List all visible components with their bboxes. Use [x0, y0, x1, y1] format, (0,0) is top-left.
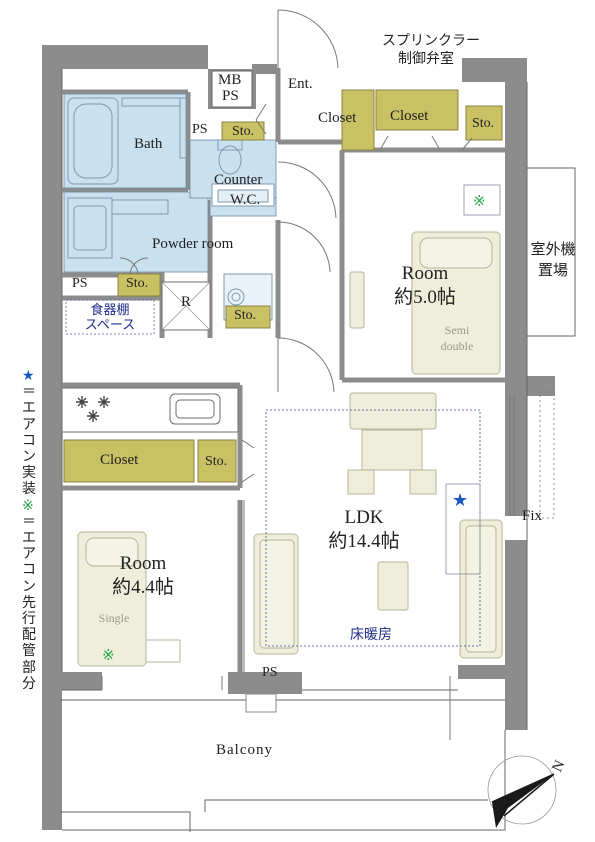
fix-label: Fix: [522, 508, 543, 524]
stove-burners: [76, 396, 110, 422]
sto-bath-label: Sto.: [232, 124, 255, 139]
ps-bottom-label: PS: [262, 665, 278, 680]
washbasin: [67, 197, 169, 259]
room1-size: 約5.0帖: [394, 287, 456, 308]
ldk-label: LDK 約14.4帖: [312, 506, 416, 554]
legend-star-icon: ★: [22, 368, 35, 384]
toilet: [211, 139, 275, 207]
room2-bed-label: Single: [98, 611, 130, 625]
bedside-table-room2: [145, 639, 181, 663]
aircon-pipe-room2: ※: [102, 646, 115, 664]
dish-shelf-line2: スペース: [84, 317, 136, 332]
kitchen-counter: [61, 281, 239, 433]
wc-label: W.C.: [230, 192, 261, 208]
room1-label: Room 約5.0帖: [380, 262, 470, 310]
room2-label: Room 約4.4帖: [98, 552, 188, 600]
mb-label: MB: [218, 72, 242, 88]
dish-shelf-area: [65, 299, 155, 335]
ps-mb-label: PS: [222, 88, 239, 104]
outdoor-unit-line1: 室外機: [530, 242, 576, 258]
furniture: [77, 231, 503, 667]
aircon-zone-ldk: [445, 483, 481, 575]
mb-ps-box: [211, 70, 253, 108]
room1-bed-line2: double: [440, 339, 474, 353]
legend-star-text: ＝エアコン実装: [22, 384, 36, 498]
room2-name: Room: [119, 553, 167, 574]
room1-bed-line1: Semi: [444, 323, 470, 337]
sprinkler-label-2: 制御弁室: [398, 52, 454, 67]
sto-kitchen-label: Sto.: [234, 308, 257, 323]
sprinkler-label-1: スプリンクラー: [382, 34, 480, 49]
outdoor-unit-area: [526, 167, 576, 337]
ldk-size: 約14.4帖: [328, 531, 400, 552]
legend-rice-icon: ※: [22, 497, 34, 514]
aircon-legend: ★＝エアコン実装※＝エアコン先行配管部分: [22, 368, 40, 692]
entrance-label: Ent.: [288, 76, 313, 92]
wet-areas: [63, 93, 277, 273]
balcony-label: Balcony: [216, 742, 273, 758]
refrigerator-cross: [161, 281, 211, 331]
dish-shelf-label: 食器棚 スペース: [66, 302, 154, 332]
sto-room2-label: Sto.: [205, 454, 228, 469]
compass: [487, 755, 557, 828]
room1-bed-label: Semi double: [426, 322, 488, 354]
closet-room1-label: Closet: [390, 108, 429, 124]
fix-window: [539, 391, 555, 519]
refrigerator-label: R: [181, 294, 192, 310]
outdoor-unit-line2: 置場: [537, 263, 568, 279]
ps-bath-label: PS: [192, 122, 208, 137]
storage-blocks: [63, 89, 503, 483]
counter-label: Counter: [214, 172, 263, 188]
closet-room2-label: Closet: [100, 452, 139, 468]
ldk-name: LDK: [344, 507, 384, 528]
balcony-drain: [245, 693, 277, 713]
sto-powder-label: Sto.: [126, 276, 149, 291]
aircon-star-ldk: ★: [452, 490, 468, 511]
door-swings: [101, 9, 515, 740]
legend-rice-text: ＝エアコン先行配管部分: [22, 513, 36, 692]
room1-name: Room: [401, 263, 449, 284]
bath-label: Bath: [134, 136, 163, 152]
powder-room-label: Powder room: [152, 236, 234, 252]
outdoor-unit-label: 室外機 置場: [530, 240, 576, 282]
bathtub: [67, 97, 187, 185]
aircon-pipe-room1: ※: [473, 192, 486, 210]
room2-size: 約4.4帖: [112, 577, 174, 598]
closet-entry-label: Closet: [318, 110, 357, 126]
sto-room1-label: Sto.: [472, 116, 495, 131]
ps-left-label: PS: [72, 276, 88, 291]
floor-heating-label: 床暖房: [350, 628, 392, 643]
aircon-zone-room1: [463, 184, 501, 216]
dish-shelf-line1: 食器棚: [90, 302, 130, 317]
